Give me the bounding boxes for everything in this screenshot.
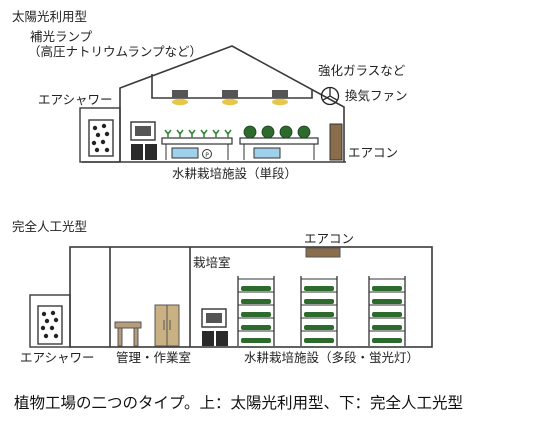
single-tier-facility-label: 水耕栽培施設（単段） — [172, 166, 297, 181]
hydroponic-bed-2 — [239, 137, 319, 160]
lettuce-icons — [243, 125, 311, 139]
aircon-label-2: エアコン — [304, 231, 354, 246]
aircon-unit — [329, 123, 343, 161]
monitor-icon — [130, 121, 156, 141]
nutrient-tank-icons — [131, 144, 157, 160]
artificial-building — [69, 246, 433, 348]
pump-icon: P — [202, 149, 212, 159]
supplemental-light-sublabel: （高圧ナトリウムランプなど） — [28, 44, 202, 59]
supplemental-lamp-icons — [172, 90, 288, 106]
seedling-icons — [164, 129, 232, 138]
air-shower-label: エアシャワー — [38, 92, 113, 107]
fan-label: 換気ファン — [345, 88, 408, 103]
multi-tier-facility-label: 水耕栽培施設（多段・蛍光灯） — [244, 350, 419, 365]
glass-label: 強化ガラスなど — [318, 63, 406, 78]
artificial-type-title: 完全人工光型 — [12, 219, 87, 234]
solar-type-title: 太陽光利用型 — [12, 9, 87, 24]
svg-text:P: P — [205, 152, 209, 159]
multi-tier-rack — [368, 276, 406, 346]
air-shower-nozzles-icon — [91, 123, 110, 153]
multi-tier-rack — [300, 276, 338, 346]
lamp-icon — [222, 90, 238, 106]
office-label: 管理・作業室 — [116, 350, 191, 365]
supplemental-light-label: 補光ランプ — [30, 29, 93, 44]
ventilation-fan-icon — [320, 86, 340, 106]
cultivation-room-label: 栽培室 — [193, 255, 231, 270]
lamp-icon — [272, 90, 288, 106]
figure-caption: 植物工場の二つのタイプ。上：太陽光利用型、下：完全人工光型 — [14, 394, 464, 412]
greenhouse-building — [82, 45, 346, 163]
air-shower-label-2: エアシャワー — [20, 350, 95, 365]
lamp-icon — [172, 90, 188, 106]
hydroponic-bed-1 — [161, 137, 233, 160]
nutrient-tank-icons — [202, 331, 228, 346]
aircon-label: エアコン — [348, 145, 398, 160]
table-icon — [114, 321, 142, 347]
multi-tier-rack — [237, 276, 275, 346]
aircon-duct — [305, 247, 341, 258]
monitor-icon — [201, 308, 227, 328]
cabinet-icon — [154, 304, 180, 347]
air-shower-nozzles-icon — [40, 310, 59, 339]
air-shower-annex-2 — [29, 294, 71, 348]
